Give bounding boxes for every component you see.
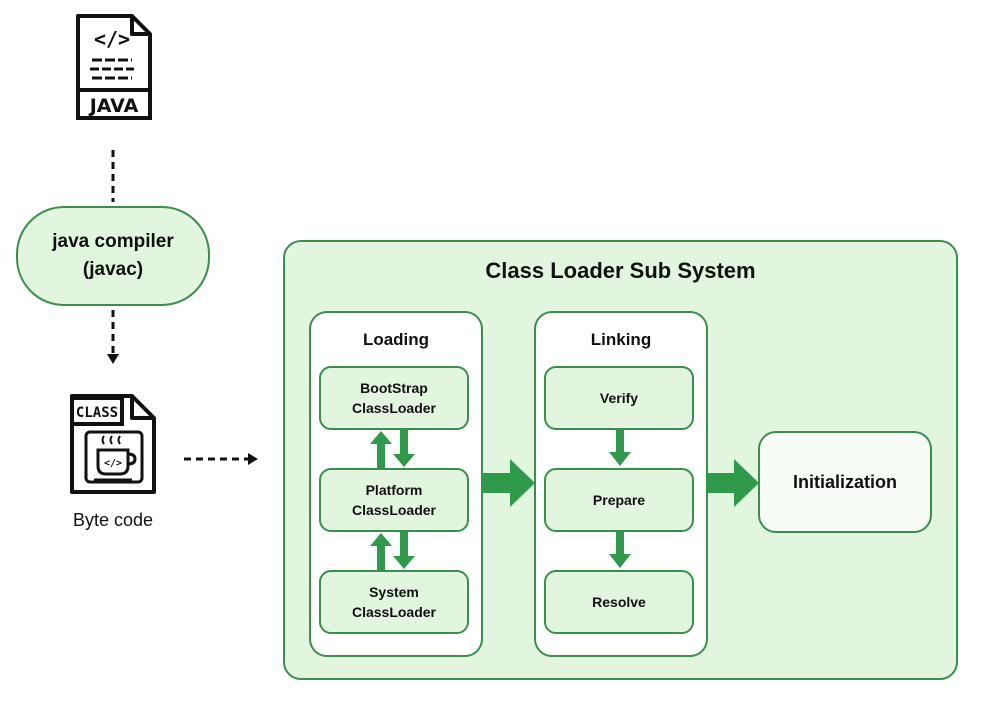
resolve-label: Resolve xyxy=(592,594,646,610)
verify-box: Verify xyxy=(544,366,694,430)
arrow-up-icon xyxy=(370,533,392,570)
bootstrap-classloader-box: BootStrap ClassLoader xyxy=(319,366,469,430)
arrow-down-icon xyxy=(393,532,415,569)
arrow-down-icon xyxy=(393,430,415,467)
system-line-1: System xyxy=(369,584,419,600)
compiler-line-1: java compiler xyxy=(52,231,174,252)
initialization-label: Initialization xyxy=(792,471,897,492)
arrow-down-icon xyxy=(609,532,631,568)
platform-classloader-box: Platform ClassLoader xyxy=(319,468,469,532)
bootstrap-line-2: ClassLoader xyxy=(351,400,437,416)
subsystem-title: Class Loader Sub System xyxy=(485,258,756,283)
bytecode-caption: Byte code xyxy=(72,510,154,530)
java-badge-label: JAVA xyxy=(88,95,139,117)
prepare-to-resolve-arrow xyxy=(609,532,631,568)
system-classloader-box: System ClassLoader xyxy=(319,570,469,634)
platform-line-2: ClassLoader xyxy=(351,502,437,518)
arrow-up-icon xyxy=(370,431,392,468)
compiler-line-2: (javac) xyxy=(82,259,144,280)
bootstrap-line-1: BootStrap xyxy=(360,380,428,396)
java-compiler-node: java compiler (javac) xyxy=(16,206,210,306)
delegation-arrows-2 xyxy=(370,532,415,570)
dashed-connector-3 xyxy=(184,453,258,465)
prepare-label: Prepare xyxy=(592,492,646,508)
delegation-arrows-1 xyxy=(370,430,415,468)
loading-title: Loading xyxy=(362,330,430,349)
arrowhead-right-icon xyxy=(248,453,258,465)
system-line-2: ClassLoader xyxy=(351,604,437,620)
dashed-connector-2 xyxy=(107,310,119,364)
dashed-connector-1 xyxy=(111,150,115,202)
resolve-box: Resolve xyxy=(544,570,694,634)
arrow-down-icon xyxy=(609,430,631,466)
linking-to-initialization-arrow xyxy=(706,459,759,507)
cup-code-glyph: </> xyxy=(104,458,122,469)
verify-label: Verify xyxy=(599,390,639,406)
class-badge-label: CLASS xyxy=(76,405,118,421)
verify-to-prepare-arrow xyxy=(609,430,631,466)
prepare-box: Prepare xyxy=(544,468,694,532)
loading-to-linking-arrow xyxy=(482,459,535,507)
arrowhead-down-icon xyxy=(107,354,119,364)
platform-line-1: Platform xyxy=(365,482,423,498)
initialization-box: Initialization xyxy=(758,431,932,533)
linking-title: Linking xyxy=(590,330,652,349)
java-code-glyph: </> xyxy=(94,27,130,51)
class-file-icon: CLASS </> xyxy=(70,394,156,494)
java-file-icon: </> JAVA xyxy=(76,14,152,120)
